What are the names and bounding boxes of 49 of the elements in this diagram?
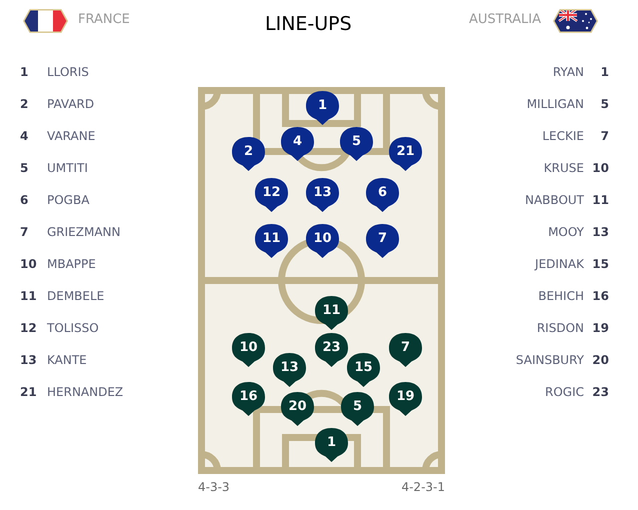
shirt-number: 23: [592, 384, 609, 400]
player-name: HERNANDEZ: [47, 384, 124, 400]
player-name: UMTITI: [47, 160, 88, 176]
player-name: ROGIC: [545, 384, 584, 400]
player-name: LLORIS: [47, 64, 89, 80]
player-name: VARANE: [47, 128, 96, 144]
shirt-number: 5: [20, 160, 28, 176]
player-name: NABBOUT: [525, 192, 584, 208]
player-name: PAVARD: [47, 96, 94, 112]
player-name: MBAPPE: [47, 256, 96, 272]
shirt-number: 5: [600, 96, 609, 112]
shirt-number: 10: [592, 160, 609, 176]
shirt-number: 7: [600, 128, 609, 144]
shirt-number: 15: [592, 256, 609, 272]
shirt-number: 4: [20, 128, 28, 144]
player-name: JEDINAK: [535, 256, 584, 272]
player-name: DEMBELE: [47, 288, 104, 304]
shirt-number: 20: [592, 352, 609, 368]
player-name: SAINSBURY: [516, 352, 584, 368]
team-name: AUSTRALIA: [469, 11, 541, 29]
shirt-number: 13: [20, 352, 37, 368]
player-name: KRUSE: [544, 160, 584, 176]
shirt-number: 10: [20, 256, 37, 272]
player-name: GRIEZMANN: [47, 224, 120, 240]
title: LINE-UPS: [265, 12, 352, 36]
player-name: MILLIGAN: [526, 96, 584, 112]
shirt-number: 11: [20, 288, 37, 304]
shirt-number: 11: [592, 192, 609, 208]
player-name: RYAN: [552, 64, 584, 80]
shirt-number: 19: [592, 320, 609, 336]
formation-label: 4-2-3-1: [401, 479, 445, 495]
shirt-number: 2: [20, 96, 28, 112]
player-name: KANTE: [47, 352, 87, 368]
shirt-number: 12: [20, 320, 37, 336]
shirt-number: 13: [592, 224, 609, 240]
shirt-number: 6: [20, 192, 28, 208]
team-name: FRANCE: [78, 11, 130, 29]
shirt-number: 16: [592, 288, 609, 304]
player-name: BEHICH: [538, 288, 584, 304]
shirt-number: 1: [20, 64, 28, 80]
player-name: TOLISSO: [47, 320, 99, 336]
player-name: POGBA: [47, 192, 90, 208]
player-name: MOOY: [548, 224, 584, 240]
shirt-number: 7: [20, 224, 28, 240]
player-name: LECKIE: [542, 128, 584, 144]
shirt-number: 21: [20, 384, 37, 400]
shirt-number: 1: [600, 64, 609, 80]
player-name: RISDON: [536, 320, 584, 336]
formation-label: 4-3-3: [198, 479, 230, 495]
